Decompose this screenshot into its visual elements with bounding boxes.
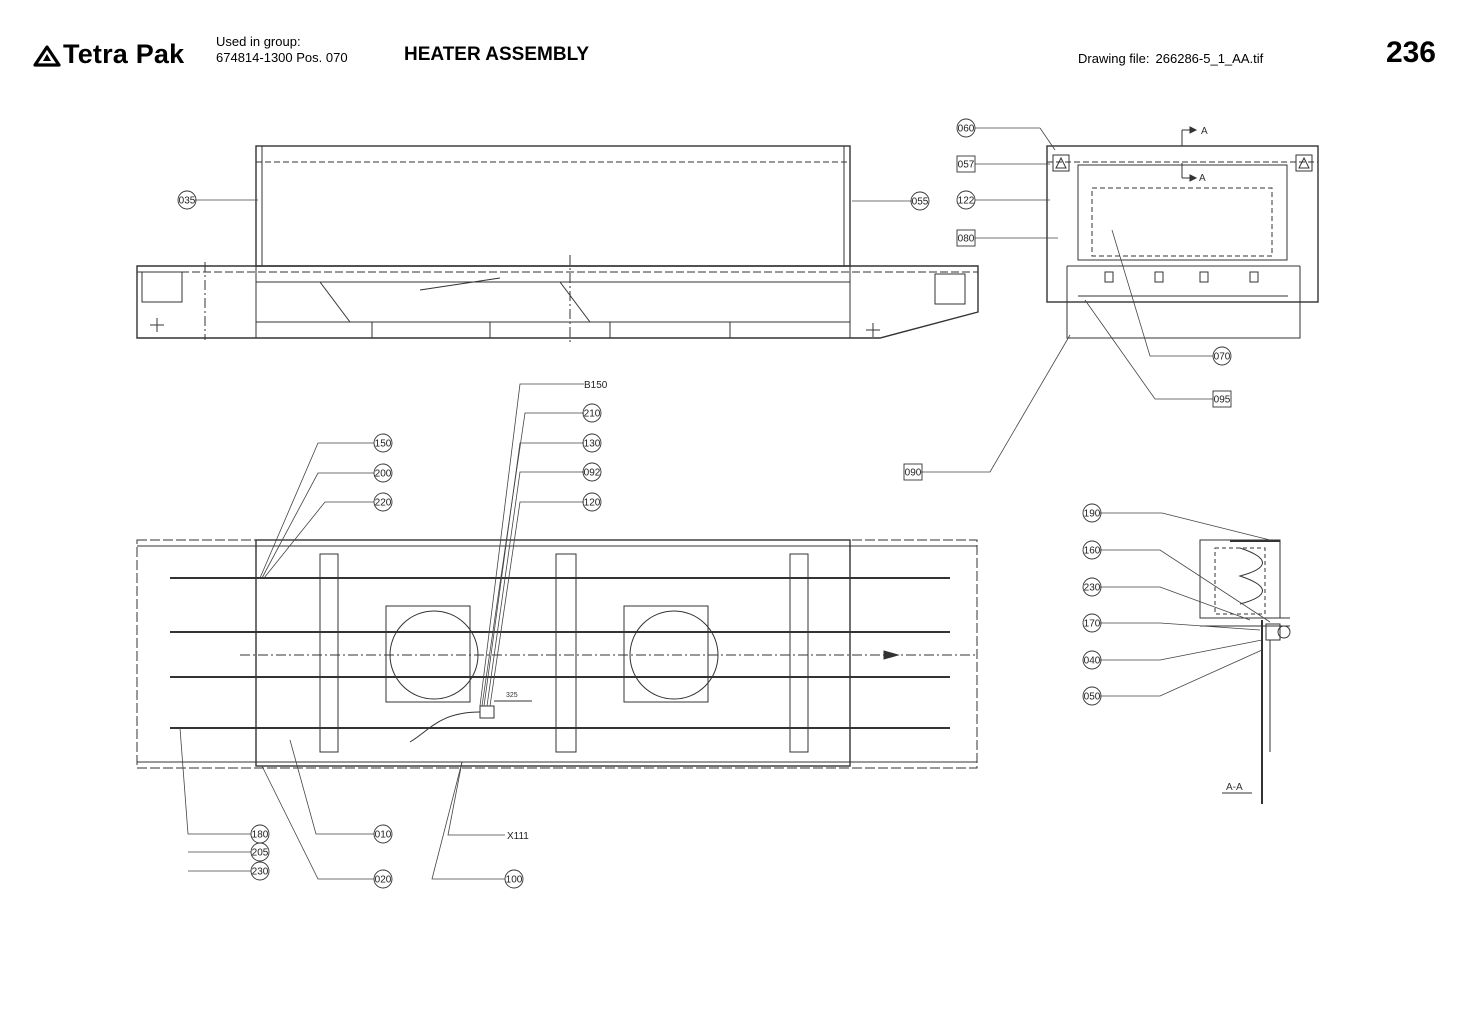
drawing-file: Drawing file: 266286-5_1_AA.tif: [1078, 51, 1263, 66]
callout-060: 060: [956, 118, 976, 138]
callout-020: 020: [373, 869, 393, 889]
svg-text:190: 190: [1084, 509, 1101, 520]
svg-text:060: 060: [958, 124, 975, 135]
svg-text:057: 057: [958, 160, 975, 171]
callout-180: 180: [250, 824, 270, 844]
callout-035: 035: [177, 190, 197, 210]
svg-text:020: 020: [375, 875, 392, 886]
svg-text:092: 092: [584, 468, 601, 479]
callout-010: 010: [373, 824, 393, 844]
callout-220: 220: [373, 492, 393, 512]
used-in-group: Used in group: 674814-1300 Pos. 070: [216, 34, 348, 66]
brand-name: Tetra Pak: [63, 39, 185, 69]
svg-text:220: 220: [375, 498, 392, 509]
warning-triangle-icon: [1295, 154, 1313, 172]
callout-160: 160: [1082, 540, 1102, 560]
section-arrow-a-top: A: [1201, 126, 1208, 137]
page-title: HEATER ASSEMBLY: [404, 44, 590, 65]
plan-view: 325: [136, 539, 978, 769]
tetra-pak-logo-icon: [33, 44, 61, 67]
leader-lines: [179, 127, 1271, 880]
used-in-group-label: Used in group:: [216, 34, 301, 49]
callout-150: 150: [373, 433, 393, 453]
svg-text:122: 122: [958, 196, 975, 207]
svg-text:205: 205: [252, 848, 269, 859]
svg-text:055: 055: [912, 197, 929, 208]
callout-205: 205: [250, 842, 270, 862]
svg-text:120: 120: [584, 498, 601, 509]
callout-092: 092: [582, 462, 602, 482]
callout-120: 120: [582, 492, 602, 512]
svg-text:090: 090: [905, 468, 922, 479]
callout-055: 055: [910, 191, 930, 211]
svg-text:200: 200: [375, 469, 392, 480]
svg-text:210: 210: [584, 409, 601, 420]
section-arrow-a-mid: A: [1199, 173, 1206, 184]
callout-x111: X111: [507, 831, 529, 842]
svg-text:B150: B150: [584, 380, 608, 391]
svg-text:050: 050: [1084, 692, 1101, 703]
side-elevation-view: [136, 145, 979, 345]
svg-text:100: 100: [506, 875, 523, 886]
svg-text:010: 010: [375, 830, 392, 841]
svg-text:170: 170: [1084, 619, 1101, 630]
svg-text:040: 040: [1084, 656, 1101, 667]
svg-text:150: 150: [375, 439, 392, 450]
callout-210: 210: [582, 403, 602, 423]
callout-130: 130: [582, 433, 602, 453]
callouts: 035 055 060 057 122 080 070 095 090 B150…: [177, 118, 1232, 889]
callout-050: 050: [1082, 686, 1102, 706]
svg-text:130: 130: [584, 439, 601, 450]
callout-070: 070: [1212, 346, 1232, 366]
svg-text:230: 230: [1084, 583, 1101, 594]
callout-090: 090: [903, 463, 923, 481]
callout-b150: B150: [584, 380, 608, 391]
callout-080: 080: [956, 229, 976, 247]
svg-text:X111: X111: [507, 831, 529, 842]
section-a-a-view: A-A: [1199, 539, 1291, 804]
callout-200: 200: [373, 463, 393, 483]
dimension-325: 325: [506, 692, 518, 699]
section-label-a-a: A-A: [1226, 782, 1243, 793]
svg-text:070: 070: [1214, 352, 1231, 363]
brand-logo: Tetra Pak: [33, 39, 184, 70]
callout-057: 057: [956, 155, 976, 173]
callout-100: 100: [504, 869, 524, 889]
end-view: A A: [1046, 126, 1319, 339]
used-in-group-value: 674814-1300 Pos. 070: [216, 50, 348, 65]
page-number: 236: [1385, 36, 1436, 69]
svg-text:180: 180: [252, 830, 269, 841]
svg-text:160: 160: [1084, 546, 1101, 557]
callout-122: 122: [956, 190, 976, 210]
callout-095: 095: [1212, 390, 1232, 408]
callout-170: 170: [1082, 613, 1102, 633]
callout-190: 190: [1082, 503, 1102, 523]
warning-triangle-icon: [1052, 154, 1070, 172]
svg-text:230: 230: [252, 867, 269, 878]
svg-text:035: 035: [179, 196, 196, 207]
callout-230-plan: 230: [250, 861, 270, 881]
callout-040: 040: [1082, 650, 1102, 670]
svg-text:095: 095: [1214, 395, 1231, 406]
drawing-file-label: Drawing file:: [1078, 51, 1150, 66]
drawing-file-value: 266286-5_1_AA.tif: [1155, 51, 1264, 66]
sheet-header: Tetra Pak Used in group: 674814-1300 Pos…: [0, 0, 1462, 90]
svg-text:080: 080: [958, 234, 975, 245]
flow-arrow-icon: [883, 650, 900, 660]
callout-230-section: 230: [1082, 577, 1102, 597]
